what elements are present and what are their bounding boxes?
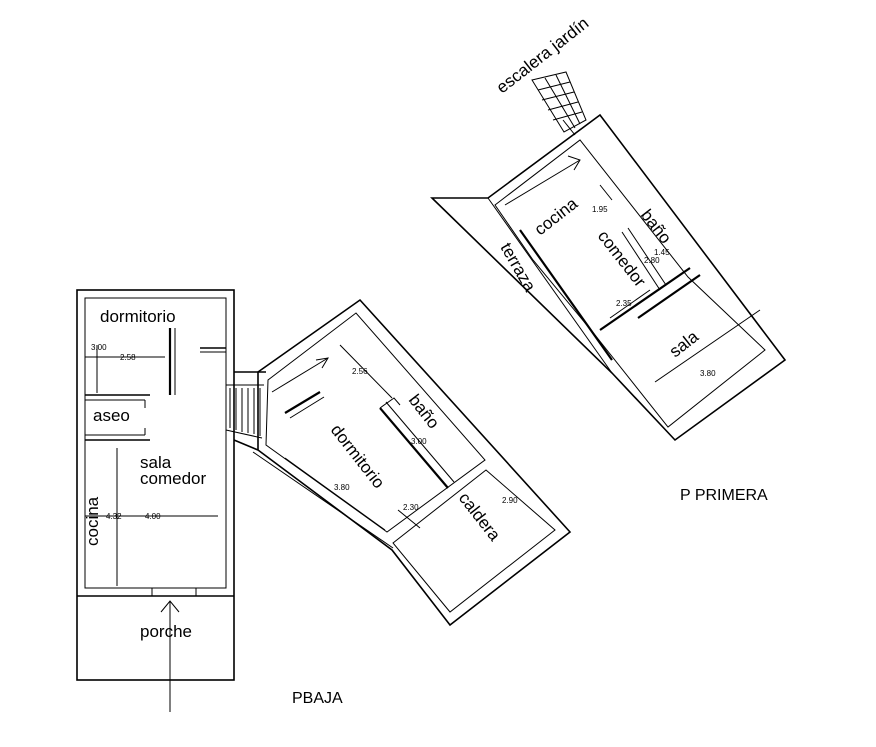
terrace-rail — [519, 229, 613, 361]
room-label-caldera: caldera — [455, 489, 505, 545]
bath-wall — [379, 407, 449, 489]
first-inner-wall — [494, 139, 766, 428]
room-label-bano: baño — [405, 391, 443, 433]
room-label-dormitorio: dormitorio — [100, 307, 176, 326]
plan-title-ground: PBAJA — [292, 690, 343, 707]
wall-hatch — [252, 451, 394, 549]
room-label-comedor-first: comedor — [594, 227, 650, 291]
dimension-label: 3.80 — [700, 369, 716, 378]
room-label-cocina: cocina — [83, 496, 102, 546]
dim-line — [654, 309, 761, 383]
dimension-label: 3.00 — [411, 437, 427, 446]
wing-inner-wall — [265, 312, 486, 533]
partition-wall — [637, 274, 701, 319]
ground-floor-rotated-wing — [252, 298, 572, 627]
dimension-label: 4.32 — [106, 512, 122, 521]
dimension-label: 4.00 — [145, 512, 161, 521]
room-label-bano-first: baño — [637, 206, 675, 248]
dimension-label: 2.80 — [644, 256, 660, 265]
dimension-label: 2.56 — [352, 367, 368, 376]
bath-wall — [385, 401, 455, 483]
boiler-room-wall — [392, 469, 556, 613]
dimension-label: 3.80 — [334, 483, 350, 492]
dim-line — [609, 289, 651, 319]
inner-wall — [84, 297, 227, 589]
room-label-sala: sala — [140, 453, 172, 472]
room-label-comedor: comedor — [140, 469, 206, 488]
wing-outer-wall — [257, 298, 572, 627]
entry-arrow-head — [160, 600, 180, 613]
room-label-escalera-jardin: escalera jardín — [493, 14, 593, 98]
dimension-label: 1.45 — [654, 248, 670, 257]
first-outer-wall — [430, 113, 787, 442]
dimension-label: 2.35 — [616, 299, 632, 308]
dim-line — [284, 457, 386, 531]
ground-floor-stair — [225, 371, 266, 451]
dimension-label: 3.00 — [91, 343, 107, 352]
dim-line — [339, 344, 393, 399]
room-label-dormitorio-2: dormitorio — [327, 421, 389, 492]
garden-stair — [531, 71, 587, 136]
dimension-label: 1.95 — [592, 205, 608, 214]
dimension-label: 2.30 — [403, 503, 419, 512]
partition-wall — [599, 267, 691, 331]
bath-wall — [627, 227, 667, 286]
plan-title-first: P PRIMERA — [680, 487, 768, 504]
room-label-cocina-first: cocina — [531, 194, 582, 240]
stair-arrow — [271, 357, 329, 393]
room-label-porche: porche — [140, 622, 192, 641]
room-label-sala-first: sala — [666, 327, 703, 362]
room-label-aseo: aseo — [93, 406, 130, 425]
terrace-edge — [487, 197, 613, 374]
stair-arrow — [504, 159, 581, 206]
ground-floor-main-block — [76, 289, 235, 712]
first-floor-block — [430, 71, 787, 442]
wardrobe-wall — [284, 391, 321, 414]
dimension-label: 2.90 — [502, 496, 518, 505]
bath-wall — [621, 231, 661, 291]
outer-wall — [76, 289, 235, 681]
wardrobe-wall — [289, 396, 325, 419]
dimension-label: 2.58 — [120, 353, 136, 362]
